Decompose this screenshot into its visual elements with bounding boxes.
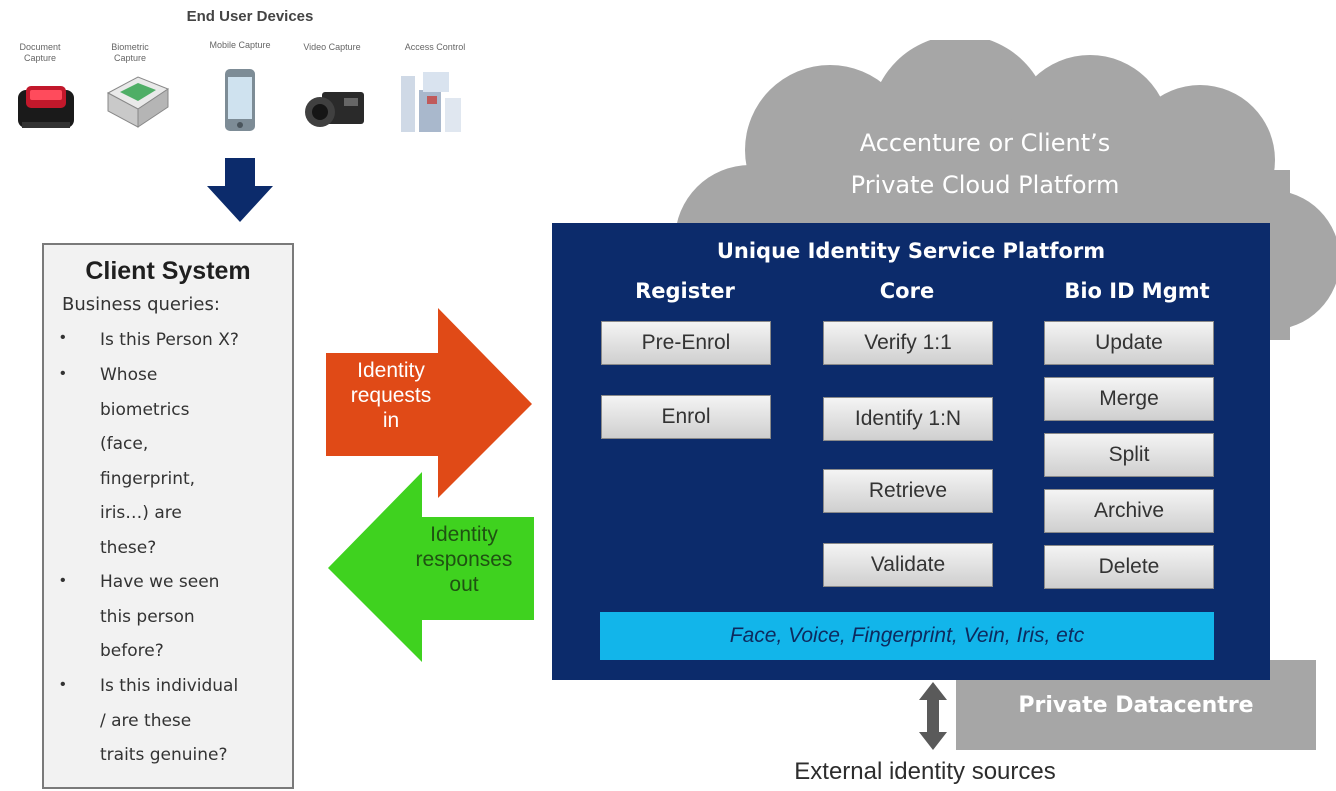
down-arrow-icon (207, 158, 273, 222)
identity-service-platform: Unique Identity Service Platform Registe… (552, 223, 1270, 680)
retrieve-button[interactable]: Retrieve (823, 469, 993, 513)
device-label-biometric: Biometric Capture (111, 42, 149, 63)
client-system-title: Client System (85, 257, 251, 285)
pre-enrol-button[interactable]: Pre-Enrol (601, 321, 771, 365)
platform-title: Unique Identity Service Platform (716, 239, 1106, 263)
column-heading-core: Core (879, 279, 935, 303)
identify-button[interactable]: Identify 1:N (823, 397, 993, 441)
query-item: Have we seen this person before? (100, 572, 220, 662)
up-down-arrow-icon (919, 682, 947, 750)
merge-button[interactable]: Merge (1044, 377, 1214, 421)
validate-button[interactable]: Validate (823, 543, 993, 587)
enrol-button[interactable]: Enrol (601, 395, 771, 439)
device-label-video: Video Capture (303, 42, 361, 52)
update-button[interactable]: Update (1044, 321, 1214, 365)
client-system-panel: Client System Business queries: • Is thi… (42, 243, 294, 789)
video-camera-icon (305, 92, 364, 127)
archive-button[interactable]: Archive (1044, 489, 1214, 533)
column-heading-register: Register (635, 279, 735, 303)
split-button[interactable]: Split (1044, 433, 1214, 477)
external-identity-sources-label: External identity sources (794, 758, 1056, 785)
cloud-platform-label: Accenture or Client’s Private Cloud Plat… (850, 129, 1120, 199)
bullet-icon: • (60, 676, 66, 693)
biometric-modalities-bar: Face, Voice, Fingerprint, Vein, Iris, et… (600, 612, 1214, 660)
device-label-access: Access Control (404, 42, 466, 52)
devices-title: End User Devices (186, 8, 314, 25)
query-item: Is this individual / are these traits ge… (100, 676, 239, 766)
bullet-icon: • (60, 329, 66, 346)
access-gate-icon (401, 72, 461, 132)
query-item: Is this Person X? (100, 330, 239, 350)
column-heading-bio-id-mgmt: Bio ID Mgmt (1064, 279, 1210, 303)
delete-button[interactable]: Delete (1044, 545, 1214, 589)
bullet-icon: • (60, 365, 66, 382)
query-item: Whose biometrics (face, fingerprint, iri… (100, 365, 196, 558)
requests-in-arrow-icon (326, 308, 532, 498)
requests-in-label: Identity requests in (350, 359, 432, 432)
bullet-icon: • (60, 572, 66, 589)
fingerprint-scanner-icon (106, 76, 170, 128)
device-label-document: Document Capture (19, 42, 61, 63)
verify-button[interactable]: Verify 1:1 (823, 321, 993, 365)
responses-out-arrow-icon (328, 472, 534, 662)
responses-out-label: Identity responses out (415, 523, 513, 596)
mobile-phone-icon (225, 69, 255, 131)
device-label-mobile: Mobile Capture (209, 40, 271, 50)
document-scanner-icon (18, 86, 74, 128)
business-queries-heading: Business queries: (62, 294, 220, 315)
private-datacentre-label: Private Datacentre (1018, 693, 1254, 718)
